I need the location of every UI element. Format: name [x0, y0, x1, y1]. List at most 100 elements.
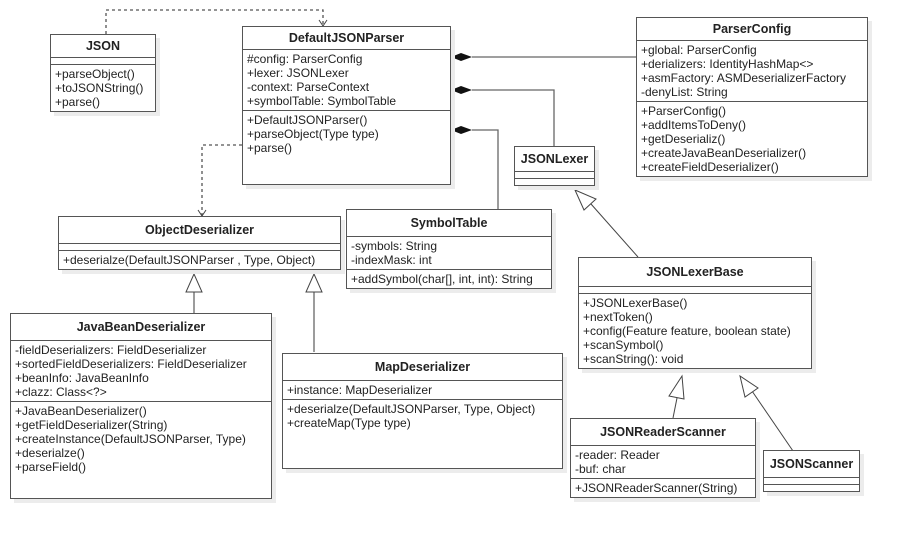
method: +nextToken() — [583, 310, 653, 324]
attribute: +beanInfo: JavaBeanInfo — [15, 371, 149, 385]
attributes-section — [579, 287, 811, 294]
attribute: -indexMask: int — [351, 253, 432, 267]
method: +parseObject(Type type) — [247, 127, 379, 141]
attribute: -symbols: String — [351, 239, 438, 253]
class-json-reader-scanner[interactable]: JSONReaderScanner -reader: Reader -buf: … — [570, 418, 756, 498]
methods-section: +addSymbol(char[], int, int): String — [347, 270, 551, 288]
methods-section: +parseObject() +toJSONString() +parse() — [51, 65, 155, 111]
method: +config(Feature feature, boolean state) — [583, 324, 791, 338]
attribute: -reader: Reader — [575, 448, 660, 462]
method: +parse() — [247, 141, 293, 155]
method: +JavaBeanDeserializer() — [15, 404, 147, 418]
composition-parser-lexer-line — [472, 89, 555, 147]
generalization-triangle — [739, 374, 759, 398]
method: +deserialze() — [15, 446, 85, 460]
method: +createInstance(DefaultJSONParser, Type) — [15, 432, 246, 446]
methods-section — [515, 179, 594, 185]
methods-section: +ParserConfig() +addItemsToDeny() +getDe… — [637, 102, 867, 176]
methods-section: +DefaultJSONParser() +parseObject(Type t… — [243, 111, 450, 157]
class-json-lexer[interactable]: JSONLexer — [514, 146, 595, 186]
attributes-section — [764, 478, 859, 485]
realization-triangle — [305, 272, 323, 293]
attribute: +lexer: JSONLexer — [247, 66, 349, 80]
methods-section: +JavaBeanDeserializer() +getFieldDeseria… — [11, 402, 271, 476]
realization-triangle — [185, 272, 203, 293]
methods-section — [764, 485, 859, 491]
class-json-lexer-base[interactable]: JSONLexerBase +JSONLexerBase() +nextToke… — [578, 257, 812, 369]
attributes-section: +global: ParserConfig +derializers: Iden… — [637, 41, 867, 102]
class-parser-config[interactable]: ParserConfig +global: ParserConfig +deri… — [636, 17, 868, 177]
realization-lexerbase-line — [590, 203, 639, 258]
method: +toJSONString() — [55, 81, 144, 95]
attributes-section: -fieldDeserializers: FieldDeserializer +… — [11, 341, 271, 402]
class-name: JavaBeanDeserializer — [11, 314, 271, 341]
method: +getFieldDeserializer(String) — [15, 418, 168, 432]
method: +parseField() — [15, 460, 87, 474]
realization-triangle — [574, 189, 597, 211]
attribute: +sortedFieldDeserializers: FieldDeserial… — [15, 357, 247, 371]
class-name: MapDeserializer — [283, 354, 562, 381]
methods-section: +deserialze(DefaultJSONParser , Type, Ob… — [59, 251, 340, 269]
method: +scanString(): void — [583, 352, 684, 366]
method: +JSONReaderScanner(String) — [575, 481, 738, 495]
methods-section: +JSONReaderScanner(String) — [571, 479, 755, 497]
method: +addItemsToDeny() — [641, 118, 747, 132]
attribute: +derializers: IdentityHashMap<> — [641, 57, 814, 71]
dependency-parser-to-objectdeserializer — [201, 144, 242, 216]
class-default-json-parser[interactable]: DefaultJSONParser #config: ParserConfig … — [242, 26, 451, 185]
class-name: JSONLexerBase — [579, 258, 811, 287]
attribute: +clazz: Class<?> — [15, 385, 107, 399]
method: +createJavaBeanDeserializer() — [641, 146, 807, 160]
class-map-deserializer[interactable]: MapDeserializer +instance: MapDeserializ… — [282, 353, 563, 469]
attributes-section — [515, 172, 594, 179]
composition-diamond — [451, 126, 472, 134]
method: +parseObject() — [55, 67, 135, 81]
class-name: ParserConfig — [637, 18, 867, 41]
methods-section: +deserialze(DefaultJSONParser, Type, Obj… — [283, 400, 562, 432]
attribute: +symbolTable: SymbolTable — [247, 94, 397, 108]
generalization-readerscanner-line — [672, 397, 678, 419]
attributes-section: +instance: MapDeserializer — [283, 381, 562, 400]
class-name: SymbolTable — [347, 210, 551, 237]
class-name: JSON — [51, 35, 155, 58]
composition-diamond — [451, 86, 472, 94]
attribute: -fieldDeserializers: FieldDeserializer — [15, 343, 207, 357]
method: +deserialze(DefaultJSONParser, Type, Obj… — [287, 402, 536, 416]
generalization-scanner-line — [751, 390, 794, 452]
attribute: +global: ParserConfig — [641, 43, 757, 57]
class-object-deserializer[interactable]: ObjectDeserializer +deserialze(DefaultJS… — [58, 216, 341, 270]
attribute: +asmFactory: ASMDeserializerFactory — [641, 71, 847, 85]
attribute: #config: ParserConfig — [247, 52, 363, 66]
method: +createFieldDeserializer() — [641, 160, 779, 174]
methods-section: +JSONLexerBase() +nextToken() +config(Fe… — [579, 294, 811, 368]
composition-diamond — [451, 53, 472, 61]
method: +JSONLexerBase() — [583, 296, 688, 310]
method: +getDeserializ() — [641, 132, 726, 146]
class-name: JSONLexer — [515, 147, 594, 172]
class-name: ObjectDeserializer — [59, 217, 340, 244]
method: +addSymbol(char[], int, int): String — [351, 272, 533, 286]
attributes-section — [51, 58, 155, 65]
method: +ParserConfig() — [641, 104, 727, 118]
class-java-bean-deserializer[interactable]: JavaBeanDeserializer -fieldDeserializers… — [10, 313, 272, 499]
class-name: DefaultJSONParser — [243, 27, 450, 50]
class-json[interactable]: JSON +parseObject() +toJSONString() +par… — [50, 34, 156, 112]
class-json-scanner[interactable]: JSONScanner — [763, 450, 860, 492]
class-symbol-table[interactable]: SymbolTable -symbols: String -indexMask:… — [346, 209, 552, 289]
attribute: +instance: MapDeserializer — [287, 383, 433, 397]
dependency-json-to-parser — [105, 9, 324, 34]
attribute: -context: ParseContext — [247, 80, 370, 94]
composition-parser-symboltable-line — [472, 129, 499, 209]
attribute: -buf: char — [575, 462, 626, 476]
class-name: JSONReaderScanner — [571, 419, 755, 446]
method: +createMap(Type type) — [287, 416, 411, 430]
attributes-section: #config: ParserConfig +lexer: JSONLexer … — [243, 50, 450, 111]
attributes-section: -reader: Reader -buf: char — [571, 446, 755, 479]
method: +DefaultJSONParser() — [247, 113, 368, 127]
class-name: JSONScanner — [764, 451, 859, 478]
method: +parse() — [55, 95, 101, 109]
method: +deserialze(DefaultJSONParser , Type, Ob… — [63, 253, 316, 267]
attributes-section: -symbols: String -indexMask: int — [347, 237, 551, 270]
attributes-section — [59, 244, 340, 251]
